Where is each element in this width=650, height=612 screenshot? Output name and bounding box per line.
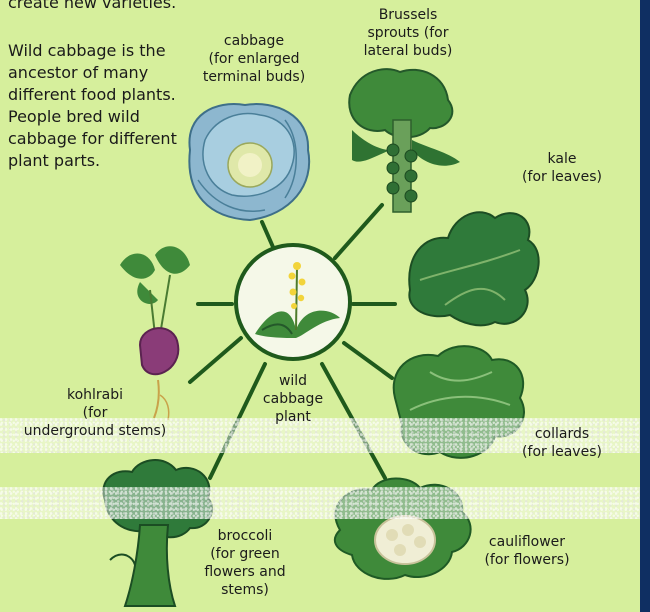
spoke-cabbage [262, 222, 273, 247]
wild-cabbage-illustration [236, 245, 350, 359]
right-edge-strip [640, 0, 650, 612]
brussels-sprouts-illustration [349, 69, 460, 212]
label-cauliflower: cauliflower (for flowers) [462, 533, 592, 569]
spoke-brussels [335, 205, 382, 258]
label-kohlrabi: kohlrabi (for underground stems) [0, 386, 190, 440]
center-label: wild cabbage plant [258, 372, 328, 426]
label-cabbage: cabbage (for enlarged terminal buds) [184, 32, 324, 86]
label-collards: collards (for leaves) [502, 425, 622, 461]
noise-band-lower [0, 487, 650, 519]
kale-illustration [409, 212, 538, 325]
cabbage-illustration [189, 104, 309, 220]
label-broccoli: broccoli (for green flowers and stems) [190, 527, 300, 599]
spoke-collards [344, 343, 392, 378]
label-kale: kale (for leaves) [492, 150, 632, 186]
label-brussels-sprouts: Brussels sprouts (for lateral buds) [338, 6, 478, 60]
spoke-kohlrabi [190, 338, 241, 382]
